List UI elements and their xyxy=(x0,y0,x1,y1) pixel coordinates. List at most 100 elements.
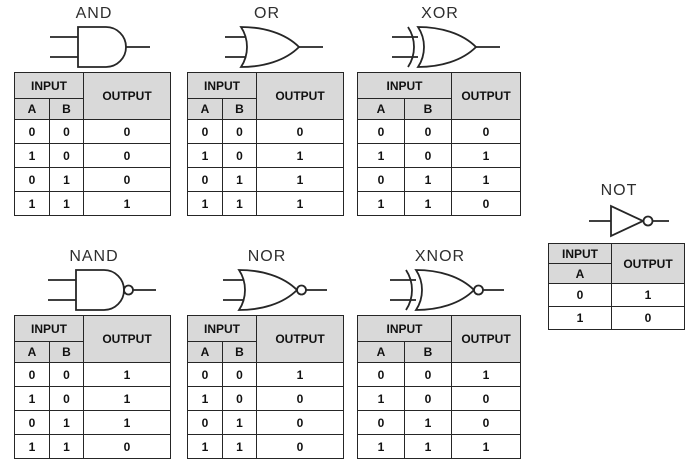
truth-value: 0 xyxy=(222,362,257,387)
truth-value: 0 xyxy=(404,119,452,144)
output-header: OUTPUT xyxy=(83,72,171,120)
input-label-b: B xyxy=(404,341,452,363)
gate-title-not: NOT xyxy=(600,182,638,199)
truth-value: 1 xyxy=(49,191,84,216)
gate-title-or: OR xyxy=(254,5,280,22)
gate-title-and: AND xyxy=(75,5,113,22)
truth-value: 1 xyxy=(357,434,405,459)
truth-value: 0 xyxy=(357,119,405,144)
input-label-b: B xyxy=(222,98,257,120)
truth-value: 1 xyxy=(49,167,84,192)
truth-value: 0 xyxy=(256,119,344,144)
truth-value: 1 xyxy=(187,191,223,216)
truth-value: 1 xyxy=(49,434,84,459)
truth-value: 1 xyxy=(256,362,344,387)
truth-value: 1 xyxy=(451,167,521,192)
truth-value: 1 xyxy=(222,167,257,192)
truth-value: 1 xyxy=(187,386,223,411)
truth-value: 0 xyxy=(187,362,223,387)
truth-value: 0 xyxy=(187,410,223,435)
truth-value: 0 xyxy=(451,119,521,144)
gate-title-nor: NOR xyxy=(247,248,287,265)
truth-value: 0 xyxy=(14,167,50,192)
truth-value: 0 xyxy=(49,386,84,411)
truth-value: 0 xyxy=(256,434,344,459)
nor-gate-icon xyxy=(187,267,347,315)
truth-value: 1 xyxy=(187,434,223,459)
truth-value: 0 xyxy=(256,410,344,435)
truth-value: 0 xyxy=(83,119,171,144)
input-header: INPUT xyxy=(14,315,84,342)
truth-value: 1 xyxy=(404,434,452,459)
truth-value: 0 xyxy=(187,167,223,192)
input-label-a: A xyxy=(187,341,223,363)
truth-value: 0 xyxy=(404,143,452,168)
truth-value: 0 xyxy=(451,410,521,435)
truth-value: 1 xyxy=(222,410,257,435)
truth-value: 1 xyxy=(222,191,257,216)
nand-gate-icon xyxy=(14,267,174,315)
truth-value: 0 xyxy=(187,119,223,144)
input-label-b: B xyxy=(404,98,452,120)
gate-title-nand: NAND xyxy=(69,248,119,265)
truth-value: 1 xyxy=(611,283,685,307)
truth-value: 1 xyxy=(404,410,452,435)
input-header: INPUT xyxy=(548,243,612,264)
truth-value: 0 xyxy=(404,386,452,411)
table-row: A xyxy=(548,263,685,284)
output-header: OUTPUT xyxy=(256,315,344,363)
truth-value: 0 xyxy=(404,362,452,387)
input-label-b: B xyxy=(222,341,257,363)
truth-value: 1 xyxy=(14,386,50,411)
truth-value: 0 xyxy=(357,362,405,387)
truth-value: 1 xyxy=(83,410,171,435)
output-header: OUTPUT xyxy=(611,243,685,284)
gate-title-xor: XOR xyxy=(421,5,459,22)
truth-value: 1 xyxy=(14,191,50,216)
input-label-a: A xyxy=(187,98,223,120)
and-gate-icon xyxy=(14,24,174,72)
truth-value: 0 xyxy=(222,386,257,411)
truth-value: 0 xyxy=(222,119,257,144)
input-label-b: B xyxy=(49,98,84,120)
input-header: INPUT xyxy=(187,315,257,342)
truth-value: 0 xyxy=(451,191,521,216)
truth-value: 0 xyxy=(49,119,84,144)
truth-value: 1 xyxy=(187,143,223,168)
truth-value: 1 xyxy=(404,191,452,216)
input-header: INPUT xyxy=(187,72,257,99)
truth-value: 0 xyxy=(357,410,405,435)
truth-value: 0 xyxy=(14,362,50,387)
or-gate-icon xyxy=(187,24,347,72)
